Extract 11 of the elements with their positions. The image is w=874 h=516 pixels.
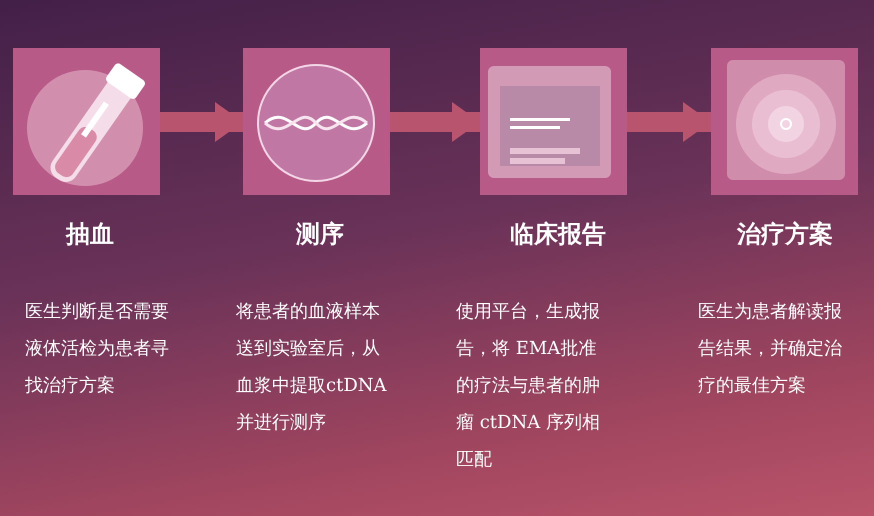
arrow [160,102,243,142]
step-description: 医生判断是否需要液体活检为患者寻找治疗方案 [25,300,170,398]
arrow [390,102,480,142]
step-title: 测序 [296,219,344,250]
step-description: 医生为患者解读报告结果，并确定治疗的最佳方案 [698,300,843,398]
step-title: 临床报告 [510,219,606,250]
step-title: 抽血 [66,219,114,250]
step-title: 治疗方案 [737,219,833,250]
step-description: 将患者的血液样本送到实验室后，从血浆中提取ctDNA并进行测序 [236,300,388,435]
arrow [627,102,711,142]
step-description: 使用平台，生成报告，将 EMA批准的疗法与患者的肿瘤 ctDNA 序列相匹配 [456,300,601,472]
